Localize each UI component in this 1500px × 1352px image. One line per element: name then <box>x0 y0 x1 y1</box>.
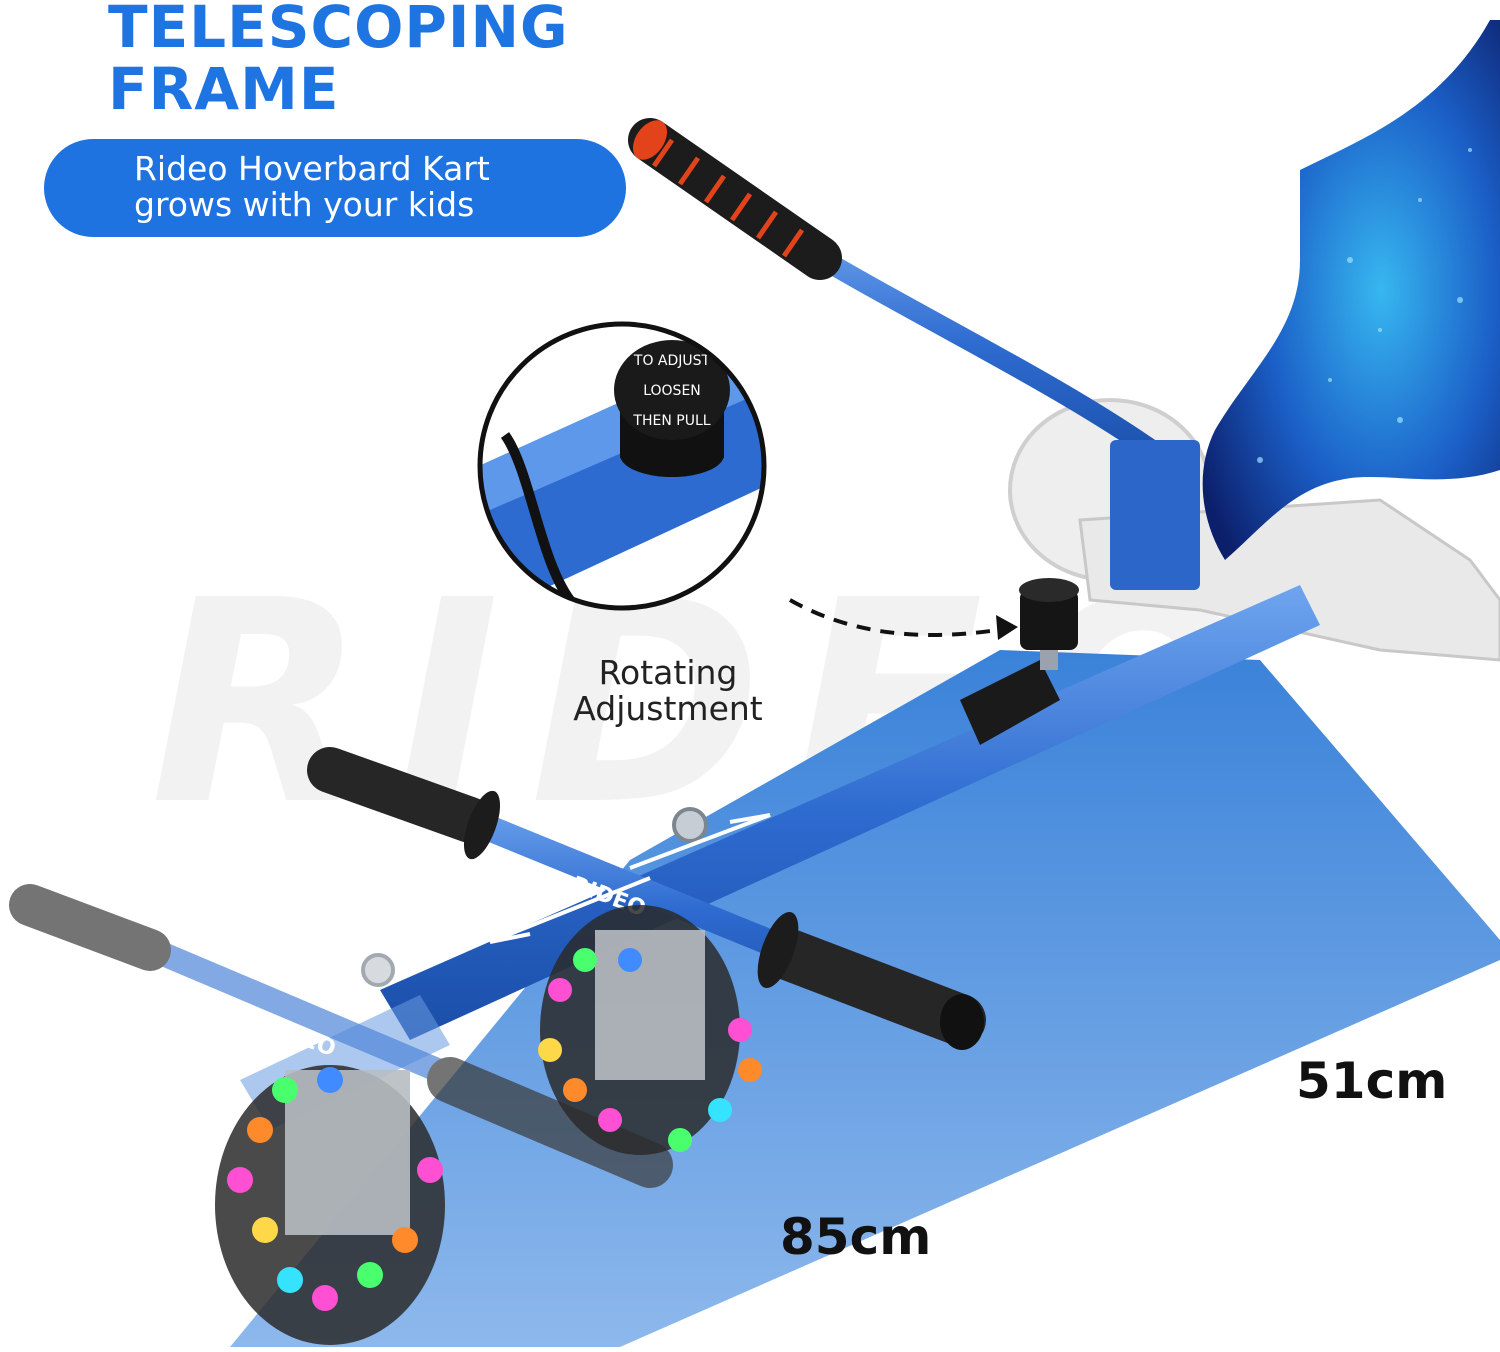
front-handlebar <box>307 747 986 1050</box>
right-grip <box>757 912 986 1050</box>
knob-text-middle: LOOSEN <box>643 383 701 399</box>
telescoping-arrows <box>489 813 771 944</box>
callout-arrow <box>789 598 1011 637</box>
left-grip <box>307 747 501 860</box>
callout-label-line-1: Rotating <box>598 653 738 692</box>
frame-adjustment-knob <box>1019 578 1079 670</box>
subheadline-line-1: Rideo Hoverbard Kart <box>134 149 490 188</box>
seat <box>1202 20 1500 560</box>
subheadline-line-2: grows with your kids <box>134 185 475 224</box>
knob-text-bottom: THEN PULL <box>632 413 710 429</box>
callout-label: Rotating Adjustment <box>548 655 788 727</box>
seat-speckles <box>1257 148 1472 463</box>
led-wheel-front <box>538 905 762 1155</box>
knob-text-top: TO ADJUST <box>633 353 711 369</box>
headline-line-2: FRAME <box>108 55 340 123</box>
led-wheel-rear <box>215 1065 445 1345</box>
knob-zoom-callout: TO ADJUST LOOSEN THEN PULL <box>477 321 767 611</box>
rear-handle <box>628 118 1190 480</box>
headline: TELESCOPING FRAME <box>108 0 569 120</box>
callout-label-line-2: Adjustment <box>573 689 763 728</box>
telescoping-sleeve <box>960 660 1060 745</box>
seat-bracket <box>1110 440 1200 590</box>
length-dimension: 85cm <box>780 1208 932 1266</box>
subheadline-pill: Rideo Hoverbard Kart grows with your kid… <box>44 139 626 237</box>
width-dimension: 51cm <box>1296 1052 1448 1110</box>
headline-line-1: TELESCOPING <box>108 0 569 61</box>
